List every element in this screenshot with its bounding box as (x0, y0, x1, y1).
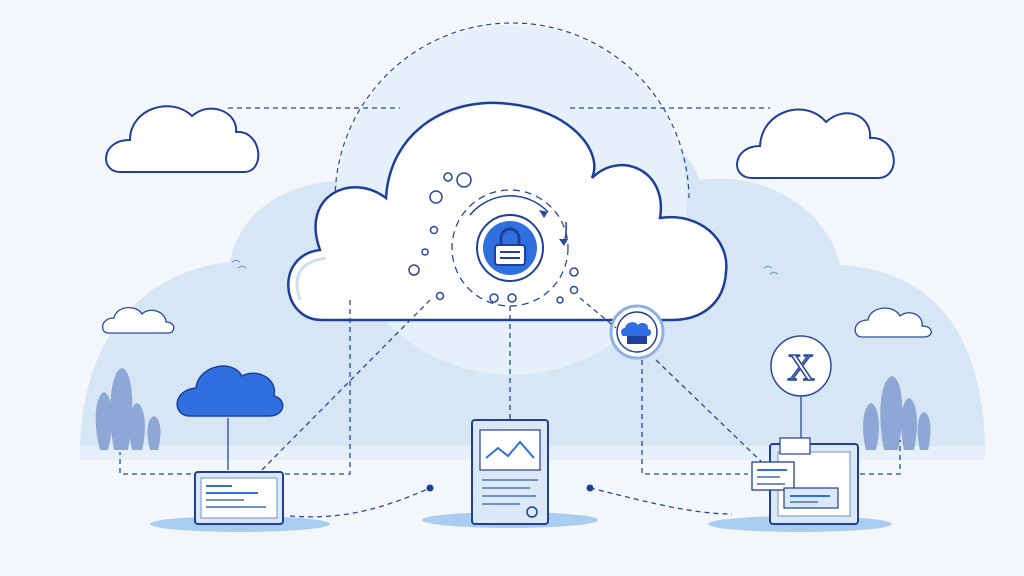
orbit-arrow-head (539, 210, 548, 218)
connector (589, 487, 733, 515)
tree (95, 392, 113, 450)
node-dot (456, 172, 472, 188)
small-cloud-left (102, 307, 175, 334)
monitor-icon (751, 437, 859, 525)
lock-icon (494, 227, 526, 266)
node-dot (421, 248, 429, 256)
backdrop-arc (334, 22, 690, 201)
node-dot (429, 225, 439, 235)
blocked-badge: X (770, 335, 832, 448)
bird (763, 265, 779, 275)
tree (147, 416, 161, 450)
node-dot (435, 291, 445, 301)
main-cloud-shine (295, 256, 327, 301)
node-dot (443, 172, 453, 182)
tree (901, 398, 917, 450)
right-cloud (736, 108, 895, 179)
node-dot (569, 267, 579, 277)
blocked-badge-circle (770, 335, 832, 397)
connector-dot (426, 484, 434, 492)
connector (289, 487, 431, 518)
orbit-arrow-arc (469, 195, 549, 216)
connector (579, 297, 617, 329)
small-cloud-right (854, 307, 932, 338)
cloud-lock-icon (621, 322, 651, 344)
blue-cloud-icon (176, 365, 284, 470)
node-dot (569, 285, 579, 295)
laptop-icon (194, 471, 284, 525)
tree (880, 376, 903, 450)
connector (860, 440, 901, 475)
lock-badge (476, 214, 544, 282)
tree (129, 403, 145, 450)
birds (231, 259, 779, 275)
document-icon (471, 419, 549, 525)
tree (917, 412, 931, 450)
tree (110, 368, 133, 450)
trees-left (95, 368, 161, 450)
bird (231, 259, 247, 269)
node-dot (489, 293, 499, 303)
x-mark-icon: X (787, 347, 814, 389)
node-dot (429, 190, 443, 204)
main-cloud (287, 101, 728, 322)
node-dot (556, 296, 564, 304)
connector-dot (586, 484, 594, 492)
left-cloud (105, 105, 260, 173)
tree (863, 403, 879, 450)
node-dot (507, 293, 517, 303)
connector (247, 299, 431, 485)
node-dot (408, 264, 420, 276)
trees-right (863, 376, 931, 450)
cloud-lock-badge (609, 304, 665, 360)
connector (641, 360, 748, 475)
orbit-arrow-head-2 (559, 239, 568, 246)
